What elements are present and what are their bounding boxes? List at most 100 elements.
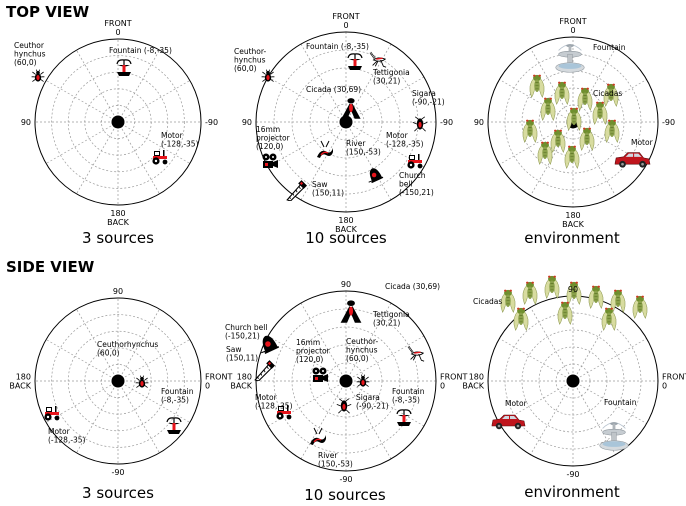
angle-label-top: 0 <box>343 21 348 30</box>
angle-spoke <box>117 380 191 423</box>
cricket-icon <box>407 345 425 362</box>
cricket-icon <box>369 51 387 68</box>
polar-diagram-panel <box>34 38 202 206</box>
source-label: (60,0) <box>97 349 120 358</box>
angle-label-left: 180 <box>469 373 484 382</box>
angle-spoke <box>345 43 392 123</box>
panel-caption: environment <box>524 483 620 501</box>
angle-spoke <box>300 121 347 201</box>
source-label: Church bell <box>225 323 267 332</box>
source-label: (-150,21) <box>225 332 260 341</box>
source-label: bell <box>399 180 413 189</box>
beetle-icon <box>356 374 370 388</box>
source-label: Fountain <box>392 387 425 396</box>
angle-label-left: BACK <box>230 382 252 391</box>
source-label: (120,0) <box>296 355 323 364</box>
source-label: Fountain <box>161 387 194 396</box>
angle-spoke <box>530 307 574 382</box>
angle-spoke <box>45 380 119 423</box>
source-label: Ceuthor <box>14 41 45 50</box>
angle-spoke <box>267 335 347 382</box>
angle-spoke <box>345 121 392 201</box>
angle-spoke <box>345 121 425 168</box>
range-ring <box>521 70 625 174</box>
angle-spoke <box>76 380 119 454</box>
angle-spoke <box>530 380 574 455</box>
source-label: (30,21) <box>373 319 400 328</box>
source-label: projector <box>256 134 291 143</box>
source-label: 16mm <box>256 125 280 134</box>
cicada-icon <box>540 96 556 122</box>
source-label: (60,0) <box>234 64 257 73</box>
polar-diagram-panel <box>487 295 659 467</box>
source-label: hynchus <box>346 346 378 355</box>
source-label: (30,21) <box>373 77 400 86</box>
angle-label-top: 90 <box>568 285 578 294</box>
cicada-icon <box>550 128 566 154</box>
source-label: (60,0) <box>14 58 37 67</box>
bell-icon <box>366 166 384 184</box>
angle-spoke <box>345 302 392 382</box>
panel-caption: 10 sources <box>304 486 386 504</box>
source-label: (-150,21) <box>399 188 434 197</box>
cicada-icon <box>544 274 560 300</box>
source-label: Motor <box>255 393 278 402</box>
source-label: (-128,-35) <box>48 436 86 445</box>
fountain-icon <box>116 59 132 77</box>
source-label: River <box>346 139 366 148</box>
angle-label-left: BACK <box>462 382 484 391</box>
river-icon <box>309 427 327 446</box>
source-label: Motor <box>161 131 184 140</box>
angle-spoke <box>45 121 119 164</box>
cicada-icon <box>564 144 580 170</box>
tractor-icon <box>407 154 423 169</box>
angle-label-right: FRONT <box>205 373 232 382</box>
cicada-icon <box>577 86 593 112</box>
angle-label-bottom: -90 <box>566 470 579 479</box>
cicada-icon <box>554 80 570 106</box>
source-label: (120,0) <box>256 142 283 151</box>
angle-spoke <box>267 76 347 123</box>
angle-label-left: 90 <box>21 118 31 127</box>
range-ring <box>51 55 185 189</box>
outer-ring <box>255 31 437 213</box>
angle-spoke <box>345 76 425 123</box>
polar-diagram-panel <box>255 290 437 472</box>
outer-ring <box>34 297 202 465</box>
angle-spoke <box>117 308 160 382</box>
source-label: (-8,-35) <box>161 396 189 405</box>
source-label: Saw <box>226 345 242 354</box>
listener-head-marker <box>111 115 125 129</box>
source-label: (-128,-35) <box>386 140 424 149</box>
source-label: Fountain (-8,-35) <box>306 42 369 51</box>
angle-spoke <box>345 335 425 382</box>
source-label: Motor <box>505 399 528 408</box>
angle-label-right: 0 <box>205 382 210 391</box>
angle-label-left: 180 <box>16 373 31 382</box>
angle-label-bottom: -90 <box>111 468 124 477</box>
angle-label-top: 90 <box>113 287 123 296</box>
angle-spoke <box>267 121 347 168</box>
angle-label-bottom: BACK <box>335 225 357 234</box>
outer-ring <box>34 38 202 206</box>
source-label: Motor <box>386 131 409 140</box>
angle-label-left: BACK <box>9 382 31 391</box>
source-label: Saw <box>312 180 328 189</box>
outer-ring <box>255 290 437 472</box>
panel-caption: 3 sources <box>82 229 154 247</box>
source-label: (150,11) <box>312 189 344 198</box>
angle-spoke <box>76 121 119 195</box>
angle-spoke <box>117 49 160 123</box>
source-label: (150,-53) <box>318 460 353 469</box>
angle-label-left: 180 <box>237 373 252 382</box>
angle-label-bottom: 180 <box>338 216 353 225</box>
angle-spoke <box>117 80 191 123</box>
source-label: Ceuthor- <box>346 337 378 346</box>
angle-label-top: 90 <box>341 280 351 289</box>
source-label: Church <box>399 171 426 180</box>
source-label: Cicadas <box>593 89 622 98</box>
cicada-icon <box>588 284 604 310</box>
angle-spoke <box>300 380 347 460</box>
river-icon <box>316 140 334 159</box>
